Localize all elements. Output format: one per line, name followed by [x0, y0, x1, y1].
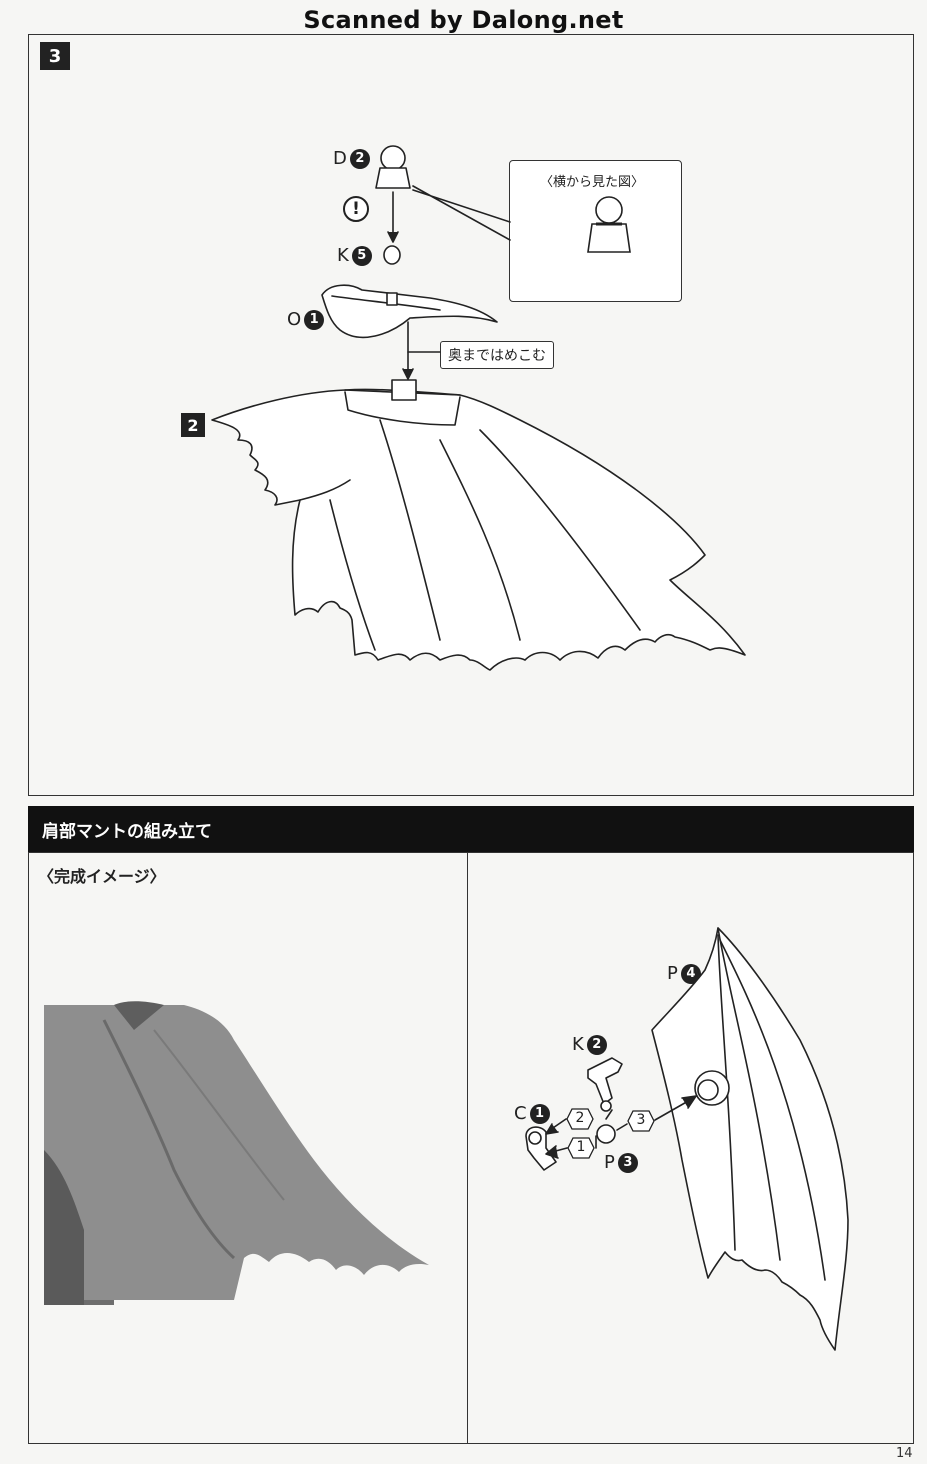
part-label-p3: P 3: [604, 1152, 638, 1173]
part-number: 2: [349, 148, 370, 169]
wing-cape-part: [651, 927, 849, 1351]
part-number: 2: [586, 1034, 607, 1055]
part-number: 5: [351, 245, 372, 266]
part-number: 1: [304, 309, 325, 330]
part-number: 4: [680, 963, 701, 984]
section-title: 肩部マントの組み立て: [42, 821, 212, 842]
step-3-assembly-drawing: [211, 145, 746, 671]
part-letter: O: [287, 309, 302, 330]
cape-socket: [694, 1070, 730, 1106]
part-label-p4: P 4: [667, 963, 701, 984]
bracket-part: [587, 1057, 623, 1105]
page-number: 14: [896, 1446, 913, 1461]
part-letter: K: [572, 1034, 584, 1055]
part-label-k2: K 2: [572, 1034, 607, 1055]
order-step-1: 1: [567, 1137, 595, 1159]
watermark: Scanned by Dalong.net: [303, 6, 624, 34]
part-letter: P: [604, 1152, 615, 1173]
side-view-label: 〈横から見た図〉: [540, 175, 645, 190]
section-header: 肩部マントの組み立て: [28, 806, 914, 852]
step-3-panel: [28, 34, 914, 796]
part-number: 1: [529, 1103, 550, 1124]
part-label-c1: C 1: [514, 1103, 550, 1124]
warning-icon: !: [343, 196, 369, 222]
order-step-3: 3: [627, 1110, 655, 1132]
small-ball-part: [596, 1124, 616, 1144]
ball-joint-part: [380, 145, 406, 171]
part-label-k5: K 5: [337, 245, 372, 266]
assembly-panel: [467, 852, 914, 1444]
cape-reference-badge: 2: [181, 413, 205, 437]
part-label-d2: D 2: [333, 148, 370, 169]
collar-part: [321, 284, 498, 339]
part-letter: P: [667, 963, 678, 984]
order-number: 1: [576, 1139, 586, 1155]
clip-part: [525, 1126, 557, 1171]
cape-part: [211, 389, 746, 671]
part-label-o1: O 1: [287, 309, 325, 330]
part-letter: K: [337, 245, 349, 266]
order-number: 2: [575, 1110, 585, 1126]
shoulder-cape-assembly-drawing: [525, 927, 849, 1351]
completed-cape-photo: [44, 1001, 429, 1305]
part-letter: D: [333, 148, 347, 169]
part-number: 3: [617, 1152, 638, 1173]
peg-part: [383, 245, 401, 265]
completed-image-title: 〈完成イメージ〉: [38, 867, 166, 886]
order-number: 3: [636, 1112, 646, 1128]
joint-base-part: [375, 167, 411, 189]
step-badge: 3: [40, 42, 70, 70]
part-letter: C: [514, 1103, 527, 1124]
order-step-2: 2: [566, 1108, 594, 1130]
push-in-note: 奥まではめこむ: [440, 341, 554, 369]
